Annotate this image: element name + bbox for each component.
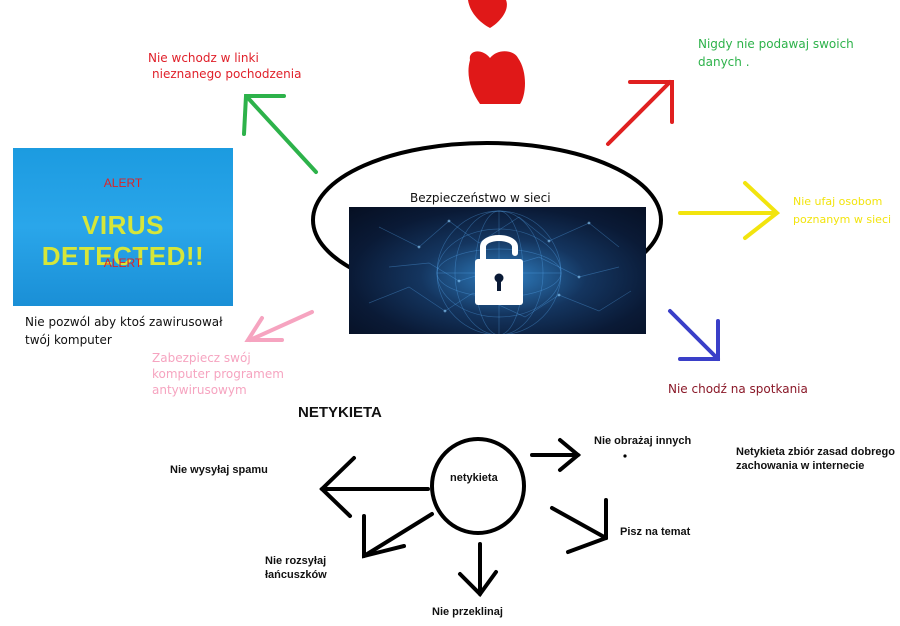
item-no-chain-line-1: Nie rozsyłaj <box>265 555 327 567</box>
red-arrow <box>606 80 674 146</box>
tip-data-line-1: Nigdy nie podawaj swoich <box>698 37 854 51</box>
red-blob-top <box>468 0 507 28</box>
tip-antivirus-line-2: komputer programem <box>152 367 284 381</box>
tip-data: Nigdy nie podawaj swoich danych . <box>698 36 854 70</box>
netykieta-definition-line-2: zachowania w internecie <box>736 460 865 472</box>
tip-strangers: Nie ufaj osobom poznanym w sieci <box>793 194 891 228</box>
tip-links: Nie wchodz w linki nieznanego pochodzeni… <box>148 50 301 82</box>
red-blob-heart <box>468 51 525 104</box>
tip-antivirus: Zabezpiecz swój komputer programem antyw… <box>152 350 284 398</box>
netykieta-definition: Netykieta zbiór zasad dobrego zachowania… <box>736 445 895 473</box>
arrow-chain <box>362 512 434 559</box>
tip-virus-line-2: twój komputer <box>25 333 112 347</box>
security-globe-image <box>349 207 646 334</box>
arrow-insult <box>530 438 582 472</box>
small-dot <box>623 454 627 458</box>
blue-arrow <box>668 309 720 361</box>
alert-top-text: ALERT <box>103 176 143 190</box>
item-no-swearing: Nie przeklinaj <box>432 606 503 618</box>
tip-links-line-2: nieznanego pochodzenia <box>152 67 302 81</box>
globe-network-graphic <box>368 210 632 334</box>
virus-alert-image: ALERT VIRUS DETECTED!! ALERT <box>13 148 233 306</box>
alert-bottom-text: ALERT <box>103 256 143 270</box>
item-no-chain-letters: Nie rozsyłaj łańcuszków <box>265 554 327 582</box>
item-no-spam: Nie wysyłaj spamu <box>170 464 268 476</box>
netykieta-circle <box>430 437 526 535</box>
item-on-topic: Pisz na temat <box>620 526 691 538</box>
item-no-chain-line-2: łańcuszków <box>265 569 327 581</box>
netykieta-heading: NETYKIETA <box>298 404 382 421</box>
green-arrow <box>242 94 318 174</box>
center-title: Bezpieczeństwo w sieci <box>410 191 551 205</box>
arrow-spam <box>319 456 430 518</box>
yellow-arrow <box>678 181 781 240</box>
tip-virus-line-1: Nie pozwól aby ktoś zawirusował <box>25 315 223 329</box>
arrow-on-topic <box>550 498 608 554</box>
netykieta-definition-line-1: Netykieta zbiór zasad dobrego <box>736 446 895 458</box>
tip-meetings-line-1: Nie chodź na spotkania <box>668 382 808 396</box>
arrow-swearing <box>458 542 498 598</box>
tip-data-line-2: danych . <box>698 55 750 69</box>
tip-virus: Nie pozwól aby ktoś zawirusował twój kom… <box>25 314 223 348</box>
tip-antivirus-line-1: Zabezpiecz swój <box>152 351 251 365</box>
padlock-icon <box>475 235 523 305</box>
item-no-insult: Nie obrażaj innych <box>594 435 692 447</box>
pink-arrow <box>244 310 314 342</box>
tip-strangers-line-1: Nie ufaj osobom <box>793 195 883 208</box>
tip-links-line-1: Nie wchodz w linki <box>148 51 259 65</box>
tip-meetings: Nie chodź na spotkania <box>668 381 808 397</box>
netykieta-center-label: netykieta <box>450 472 498 484</box>
virus-detected-headline: VIRUS DETECTED!! <box>41 210 205 271</box>
tip-strangers-line-2: poznanym w sieci <box>793 213 892 226</box>
tip-antivirus-line-3: antywirusowym <box>152 383 247 397</box>
